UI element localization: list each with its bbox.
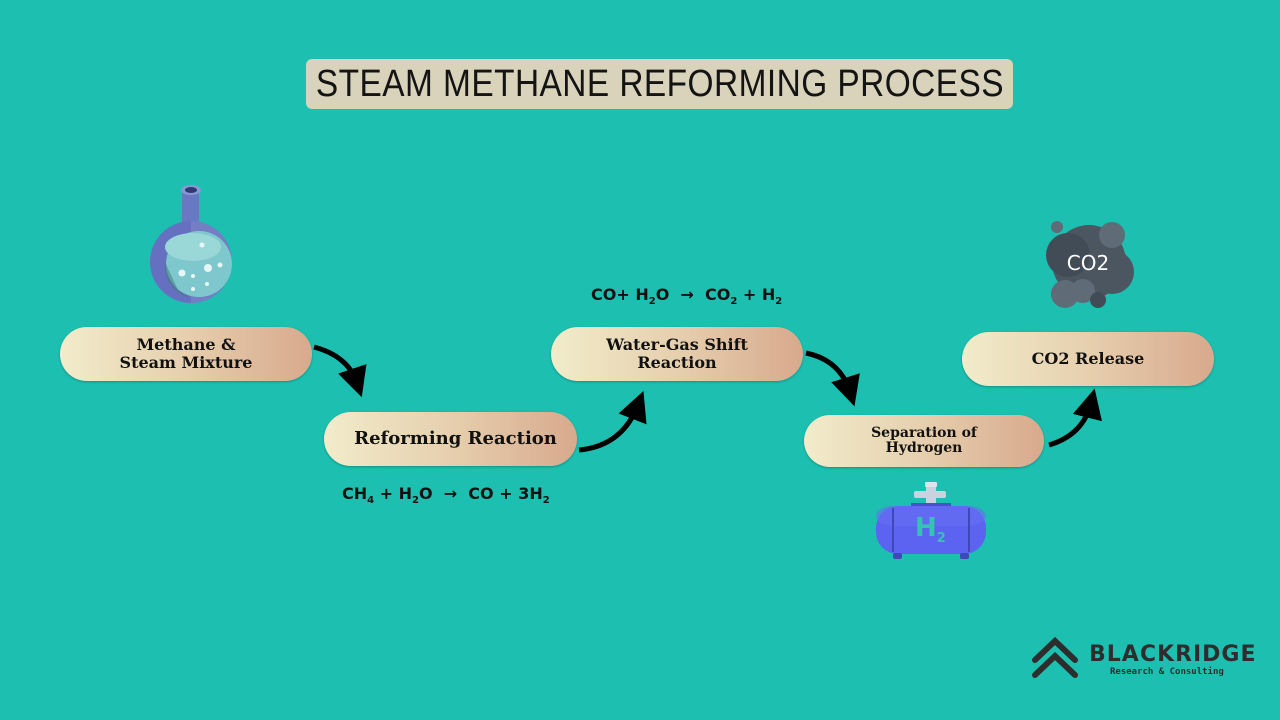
logo-tagline: Research & Consulting (1110, 667, 1224, 677)
co2-cloud-icon (1046, 221, 1134, 308)
eq-sub: 2 (775, 296, 783, 308)
arrow-step4-to-step5 (1048, 388, 1102, 448)
water-gas-shift-equation: CO+ H2O → CO2 + H2 (591, 285, 782, 307)
eq-part: + H (737, 285, 776, 304)
step-label: Water-Gas Shift Reaction (606, 335, 748, 372)
eq-sub: 2 (730, 296, 738, 308)
step-label: Methane & Steam Mixture (119, 335, 253, 372)
step-co2-release: CO2 Release (962, 332, 1214, 386)
arrow-step2-to-step3 (578, 391, 647, 453)
step-water-gas-shift-reaction: Water-Gas Shift Reaction (551, 327, 803, 381)
arrow-step3-to-step4 (805, 350, 860, 407)
step-label: Reforming Reaction (354, 428, 557, 450)
hydrogen-tank-icon (876, 482, 986, 559)
arrow-step1-to-step2 (313, 344, 367, 398)
eq-part: O → CO + 3H (419, 484, 543, 503)
flask-icon (150, 185, 232, 303)
eq-sub: 2 (542, 495, 550, 507)
page-title: STEAM METHANE REFORMING PROCESS (315, 62, 1004, 105)
eq-part: CO+ H (591, 285, 649, 304)
eq-sub: 2 (648, 296, 656, 308)
step-label: CO2 Release (1031, 349, 1145, 369)
eq-sub: 4 (367, 495, 375, 507)
h2-tank-label: H2 (915, 513, 946, 546)
h2-letter: H (915, 513, 937, 543)
step-separation-of-hydrogen: Separation of Hydrogen (804, 415, 1044, 467)
eq-part: CH (342, 484, 368, 503)
logo-name: BLACKRIDGE (1089, 642, 1257, 667)
blackridge-logo-icon (1032, 636, 1078, 678)
co2-cloud-label: CO2 (1066, 251, 1110, 275)
reforming-equation: CH4 + H2O → CO + 3H2 (342, 484, 550, 506)
eq-sub: 2 (412, 495, 420, 507)
eq-part: O → CO (655, 285, 731, 304)
step-label: Separation of Hydrogen (871, 424, 977, 456)
step-reforming-reaction: Reforming Reaction (324, 412, 577, 466)
h2-subscript: 2 (936, 531, 946, 547)
title-banner: STEAM METHANE REFORMING PROCESS (306, 59, 1013, 109)
eq-part: + H (374, 484, 413, 503)
step-methane-steam-mixture: Methane & Steam Mixture (60, 327, 312, 381)
